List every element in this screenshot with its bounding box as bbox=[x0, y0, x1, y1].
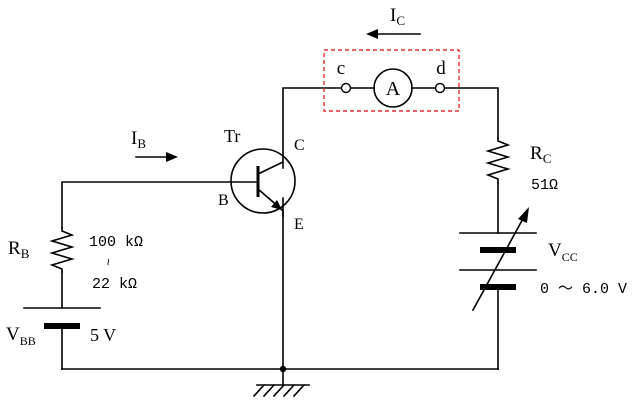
transistor-circle bbox=[230, 148, 296, 214]
resistor-rc-icon bbox=[485, 137, 511, 184]
ammeter-circle-icon bbox=[373, 68, 413, 108]
rb-value-low: 22 kΩ bbox=[92, 276, 137, 293]
transistor-label: Tr bbox=[224, 126, 240, 146]
base-label: B bbox=[218, 192, 229, 209]
rb-range-mark: ~ bbox=[100, 258, 115, 266]
terminal-d-icon bbox=[434, 82, 446, 94]
emitter-arrow-icon bbox=[271, 200, 282, 210]
transistor-collector-lead bbox=[256, 160, 285, 176]
collector-label: C bbox=[294, 137, 305, 154]
resistor-rb-icon bbox=[49, 227, 75, 273]
ic-arrow-icon bbox=[366, 29, 421, 39]
ic-label: IC bbox=[390, 5, 405, 28]
rc-value: 51Ω bbox=[531, 177, 558, 194]
ammeter-label: A bbox=[386, 78, 401, 100]
ib-label: IB bbox=[131, 128, 146, 151]
rb-value-high: 100 kΩ bbox=[89, 234, 143, 251]
collector-wire bbox=[282, 87, 344, 169]
rb-label: RB bbox=[8, 238, 30, 261]
ground-symbol bbox=[252, 383, 310, 398]
ammeter-group: A c d bbox=[323, 49, 460, 112]
vcc-label: VCC bbox=[548, 240, 578, 264]
vcc-value: 0 ～ 6.0 V bbox=[540, 281, 627, 298]
terminal-c-icon bbox=[340, 82, 352, 94]
ib-arrow-icon bbox=[135, 152, 178, 162]
emitter-label: E bbox=[294, 216, 304, 233]
terminal-c-label: c bbox=[337, 58, 345, 79]
battery-vcc-icon bbox=[459, 207, 537, 312]
battery-vbb-icon bbox=[23, 307, 101, 329]
vbb-label: VBB bbox=[6, 324, 36, 348]
ground-junction-dot bbox=[279, 365, 287, 373]
base-wire bbox=[61, 181, 259, 229]
transistor-emitter-out bbox=[278, 206, 284, 217]
terminal-d-label: d bbox=[436, 58, 446, 79]
vbb-value: 5 V bbox=[90, 325, 116, 345]
rc-top-wire bbox=[442, 87, 499, 139]
rc-label: RC bbox=[530, 143, 551, 166]
variable-arrow-icon bbox=[518, 207, 529, 223]
transistor-symbol bbox=[230, 148, 296, 217]
